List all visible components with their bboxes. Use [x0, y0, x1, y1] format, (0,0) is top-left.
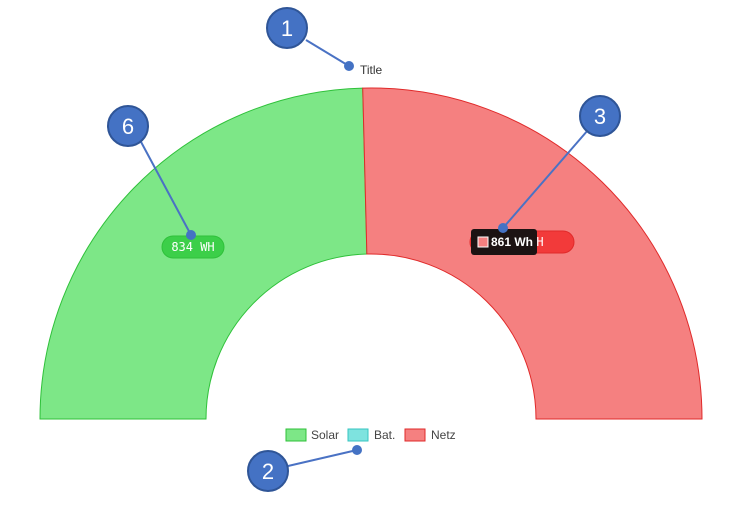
legend-label-solar: Solar — [311, 428, 339, 442]
tooltip: 861 Wh — [471, 229, 537, 255]
callout-2: 2 — [247, 445, 362, 492]
legend-swatch-bat — [347, 428, 369, 442]
legend-item-bat[interactable]: Bat. — [347, 428, 395, 442]
callout-2-leader — [287, 449, 358, 467]
callout-1-number: 1 — [281, 16, 293, 41]
callout-6-leader — [139, 139, 192, 236]
callout-6-number: 6 — [122, 114, 134, 139]
callout-6-badge — [107, 105, 149, 147]
callout-1: 1 — [266, 7, 354, 71]
callout-1-leader — [305, 39, 350, 67]
chart-title: Title — [360, 63, 383, 77]
callout-2-anchor — [352, 445, 362, 455]
tooltip-box — [471, 229, 537, 255]
callout-6-anchor — [186, 230, 196, 240]
legend-item-solar[interactable]: Solar — [285, 428, 339, 442]
tooltip-text: 861 Wh — [491, 235, 533, 249]
callout-3-leader — [502, 129, 589, 229]
legend-label-netz: Netz — [431, 428, 456, 442]
callout-3-number: 3 — [594, 104, 606, 129]
callout-3-badge — [579, 95, 621, 137]
legend-item-netz[interactable]: Netz — [404, 428, 456, 442]
solar-label-text: 834 WH — [171, 240, 214, 254]
tooltip-swatch — [477, 236, 489, 248]
legend: Solar Bat. Netz — [285, 428, 456, 442]
callout-1-anchor — [344, 61, 354, 71]
callout-3-anchor — [498, 223, 508, 233]
callout-2-number: 2 — [262, 459, 274, 484]
callout-6: 6 — [107, 105, 196, 240]
legend-swatch-solar — [285, 428, 307, 442]
callout-2-badge — [247, 450, 289, 492]
legend-label-bat: Bat. — [374, 428, 395, 442]
callout-1-badge — [266, 7, 308, 49]
callout-3: 3 — [498, 95, 621, 233]
legend-swatch-netz — [404, 428, 426, 442]
